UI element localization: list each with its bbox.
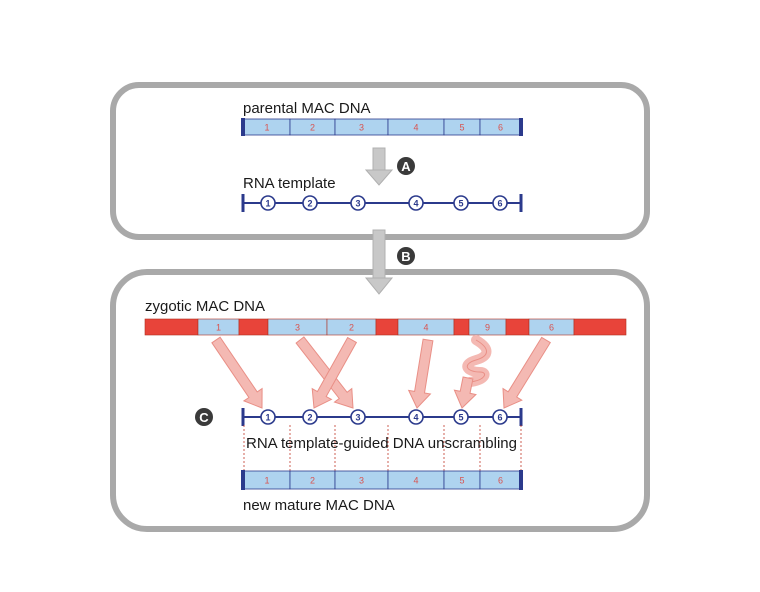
rna-top-node [302, 195, 318, 211]
mature-segment-number: 1 [264, 476, 269, 486]
rna-top-node [453, 195, 469, 211]
step-b-badge: B [397, 247, 415, 265]
zygotic-ies-segment [573, 318, 627, 336]
parental-segment-number: 6 [498, 123, 503, 133]
step-b-letter: B [401, 249, 410, 264]
zygotic-segment-number: 6 [549, 323, 554, 333]
rna-top-node [350, 195, 366, 211]
parental-dna: 1 2 3 4 5 6 [241, 118, 523, 136]
rna-top-node-number: 2 [307, 198, 312, 208]
rna-top-node-number: 3 [355, 198, 360, 208]
parental-telomere-right [519, 118, 523, 136]
mapping-arrow-inverted-head [453, 376, 477, 409]
parental-segment-number: 3 [359, 123, 364, 133]
mature-telomere-left [241, 470, 245, 490]
mapping-arrows [211, 335, 551, 409]
mapping-arrow-inverted-outline [466, 339, 487, 383]
rna-top-node-number: 6 [497, 198, 502, 208]
rna-bottom-node [492, 409, 508, 425]
parental-segment-number: 4 [413, 123, 418, 133]
rna-bottom-node [260, 409, 276, 425]
rna-bottom-node [302, 409, 318, 425]
rna-top-node-number: 5 [458, 198, 463, 208]
parental-segment-number: 2 [310, 123, 315, 133]
zygotic-label: zygotic MAC DNA [145, 298, 265, 315]
mature-segment-number: 5 [459, 476, 464, 486]
mature-segment-number: 4 [413, 476, 418, 486]
step-a-letter: A [401, 159, 411, 174]
zygotic-ies-segment [453, 318, 470, 336]
mapping-arrow-6 [502, 336, 551, 409]
mature-segment-number: 2 [310, 476, 315, 486]
rna-bottom-node-number: 2 [307, 412, 312, 422]
zygotic-ies-segment [505, 318, 530, 336]
mapping-arrow-3 [295, 336, 354, 409]
rna-bottom-node-number: 6 [497, 412, 502, 422]
zygotic-ies-segment [375, 318, 399, 336]
mapping-arrow-4 [407, 338, 434, 409]
rna-bottom-node-number: 5 [458, 412, 463, 422]
rna-top-node [408, 195, 424, 211]
mapping-arrow-2 [311, 336, 358, 409]
gray-arrow-a [364, 147, 394, 186]
mature-telomere-right [519, 470, 523, 490]
step-a-badge: A [397, 157, 415, 175]
rna-top-node [492, 195, 508, 211]
mapping-arrow-1 [211, 336, 263, 409]
parental-label: parental MAC DNA [243, 100, 371, 117]
mature-segment-number: 3 [359, 476, 364, 486]
rna-top-node [260, 195, 276, 211]
zygotic-segment-number: 9 [485, 323, 490, 333]
rna-bottom-node [408, 409, 424, 425]
rna-bottom-node-number: 3 [355, 412, 360, 422]
zygotic-ies-segment [144, 318, 199, 336]
rna-bottom-node [453, 409, 469, 425]
zygotic-segment-number: 1 [216, 323, 221, 333]
rna-top-node-number: 1 [265, 198, 270, 208]
mature-segment-number: 6 [498, 476, 503, 486]
rna-bottom-node [350, 409, 366, 425]
gray-arrow-b [364, 229, 394, 295]
zygotic-segment-number: 4 [423, 323, 428, 333]
parental-segment-number: 5 [459, 123, 464, 133]
rna-template-bottom: 1 2 3 4 5 6 [241, 408, 523, 426]
rna-bottom-node-number: 4 [413, 412, 418, 422]
zygotic-segment-number: 2 [349, 323, 354, 333]
rna-template-label: RNA template [243, 175, 336, 192]
zygotic-dna: 1 3 2 4 9 6 [144, 318, 627, 336]
zygotic-ies-segment [238, 318, 269, 336]
mature-dna: 1 2 3 4 5 6 [241, 470, 523, 490]
unscrambling-label: RNA template-guided DNA unscrambling [246, 435, 517, 452]
step-c-badge: C [195, 408, 213, 426]
zygotic-segment-number: 3 [295, 323, 300, 333]
parental-segment-number: 1 [264, 123, 269, 133]
rna-template-top: 1 2 3 4 5 6 [241, 194, 523, 212]
step-c-letter: C [199, 410, 209, 425]
rna-top-node-number: 4 [413, 198, 418, 208]
parental-telomere-left [241, 118, 245, 136]
new-mature-label: new mature MAC DNA [243, 497, 395, 514]
rna-bottom-node-number: 1 [265, 412, 270, 422]
